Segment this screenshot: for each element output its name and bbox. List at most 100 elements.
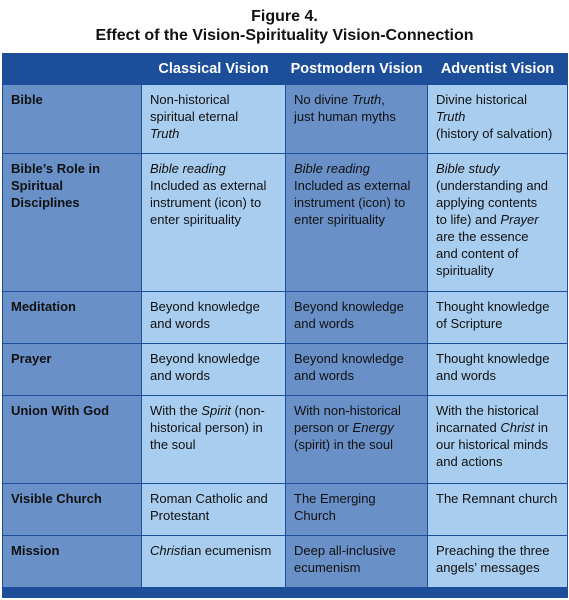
cell-line: applying contents <box>436 195 538 211</box>
row-label: Mission <box>2 534 142 588</box>
cell-line: historical person) in <box>150 420 263 436</box>
cell-line: angels’ messages <box>436 559 540 575</box>
cell-line: and words <box>150 368 210 383</box>
cell-classical: With the Spirit (non-historical person) … <box>141 395 286 484</box>
comparison-table-container: Classical Vision Postmodern Vision Adven… <box>2 53 568 598</box>
figure-label: Figure 4. <box>251 8 318 25</box>
cell-line: Bible study <box>436 161 500 177</box>
cell-line: and words <box>436 368 496 383</box>
cell-line: Protestant <box>150 507 210 523</box>
cell-line: the soul <box>150 437 196 453</box>
cell-line: Divine historical <box>436 92 528 107</box>
cell-postmodern: No divine Truth, just human myths <box>285 83 428 155</box>
cell-line: spirituality <box>436 263 494 279</box>
header-adventist-vision: Adventist Vision <box>427 53 568 85</box>
cell-line: (understanding and <box>436 178 549 194</box>
bottom-bar-cell <box>2 587 568 598</box>
cell-line: Roman Catholic and <box>150 490 268 506</box>
row-label: Bible <box>2 83 142 155</box>
cell-line: Included as external <box>150 178 267 194</box>
cell-line: Truth <box>436 109 466 124</box>
row-label: Union With God <box>2 395 142 484</box>
row-label: Bible’s Role in Spiritual Disciplines <box>2 153 142 292</box>
figure-title: Effect of the Vision-Spirituality Vision… <box>95 27 474 44</box>
cell-line: Thought knowledge <box>436 298 550 314</box>
cell-classical: Beyond knowledge and words <box>141 342 286 397</box>
cell-line: and words <box>150 315 210 331</box>
cell-line: and words <box>294 368 354 383</box>
cell-line: spiritual eternal <box>150 109 239 124</box>
cell-line: Bible reading <box>294 161 370 177</box>
cell-line: and actions <box>436 454 503 470</box>
cell-line: Included as external <box>294 178 411 194</box>
cell-line: instrument (icon) to <box>294 195 406 211</box>
cell-line: Preaching the three <box>436 542 550 558</box>
row-label: Meditation <box>2 290 142 345</box>
table-bottom-bar <box>2 587 568 598</box>
cell-line: With non-historical <box>294 403 401 419</box>
cell-line: Beyond knowledge <box>150 351 260 366</box>
figure-caption: Figure 4. Effect of the Vision-Spiritual… <box>0 0 569 45</box>
cell-line: (spirit) in the soul <box>294 437 393 453</box>
cell-line: (history of salvation) <box>436 126 553 141</box>
row-label: Visible Church <box>2 482 142 536</box>
cell-postmodern: The Emerging Church <box>285 482 428 536</box>
cell-line: Beyond knowledge <box>294 298 404 314</box>
cell-line: person or Energy <box>294 420 394 436</box>
row-label: Prayer <box>2 342 142 397</box>
cell-line: enter spirituality <box>150 212 242 228</box>
cell-line: The Emerging Church <box>294 490 376 523</box>
cell-line: The Remnant church <box>436 490 558 506</box>
cell-line: are the essence <box>436 229 529 245</box>
cell-line: and content of <box>436 246 519 262</box>
header-corner <box>2 53 142 85</box>
cell-line: incarnated Christ in <box>436 420 549 436</box>
cell-classical: Christian ecumenism <box>141 534 286 588</box>
comparison-table: Classical Vision Postmodern Vision Adven… <box>2 53 568 598</box>
cell-line: Bible reading <box>150 161 226 177</box>
cell-line: Christian ecumenism <box>150 542 272 558</box>
cell-line: and words <box>294 315 354 331</box>
table-header-row: Classical Vision Postmodern Vision Adven… <box>2 53 568 85</box>
cell-line: No divine Truth, <box>294 92 385 107</box>
cell-line: Non-historical <box>150 92 230 107</box>
cell-line: Beyond knowledge <box>294 351 404 366</box>
cell-line: instrument (icon) to <box>150 195 262 211</box>
cell-line: enter spirituality <box>294 212 386 228</box>
header-postmodern-vision: Postmodern Vision <box>285 53 428 85</box>
cell-line: Truth <box>150 126 180 141</box>
cell-postmodern: Beyond knowledge and words <box>285 342 428 397</box>
cell-line: With the Spirit (non- <box>150 403 265 419</box>
header-classical-vision: Classical Vision <box>141 53 286 85</box>
cell-line: ecumenism <box>294 559 361 575</box>
cell-line: our historical minds <box>436 437 548 453</box>
cell-line: to life) and Prayer <box>436 212 539 228</box>
table-row: Mission Christian ecumenism Deep all-inclu… <box>2 534 568 588</box>
cell-line: With the historical <box>436 403 539 419</box>
cell-line: just human myths <box>294 109 396 124</box>
cell-line: Beyond knowledge <box>150 298 260 314</box>
cell-adventist: The Remnant church <box>427 482 568 536</box>
cell-line: Deep all-inclusive <box>294 542 396 558</box>
